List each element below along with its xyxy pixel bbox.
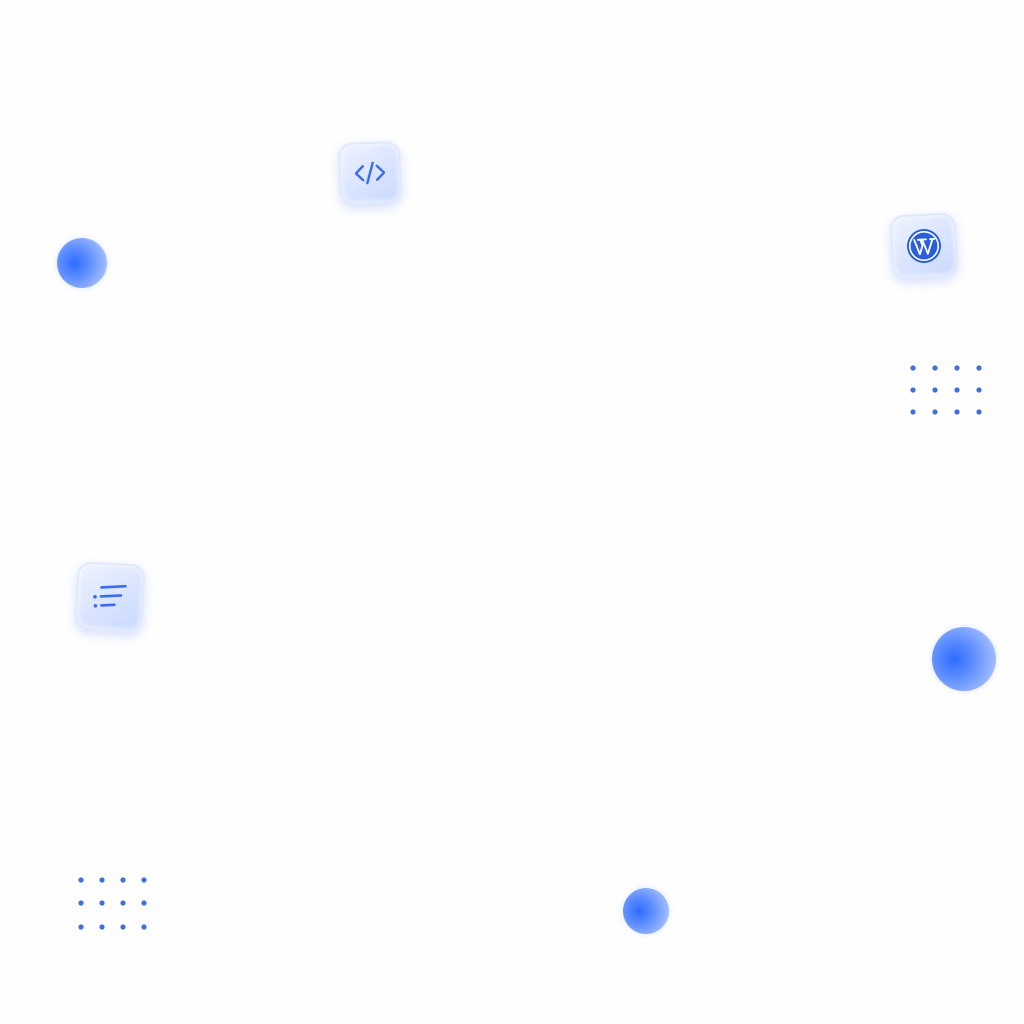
wordpress-tile (889, 212, 959, 280)
code-brackets-icon (354, 161, 386, 185)
dot-grid-bottom-left (78, 877, 147, 930)
code-tile (337, 140, 403, 206)
text-list-icon (93, 584, 127, 608)
orb-bottom (623, 888, 669, 934)
list-tile (74, 561, 146, 633)
wordpress-logo-icon (907, 229, 941, 263)
dot-grid-top-right (910, 365, 982, 415)
orb-right (932, 627, 996, 691)
orb-left (57, 238, 107, 288)
